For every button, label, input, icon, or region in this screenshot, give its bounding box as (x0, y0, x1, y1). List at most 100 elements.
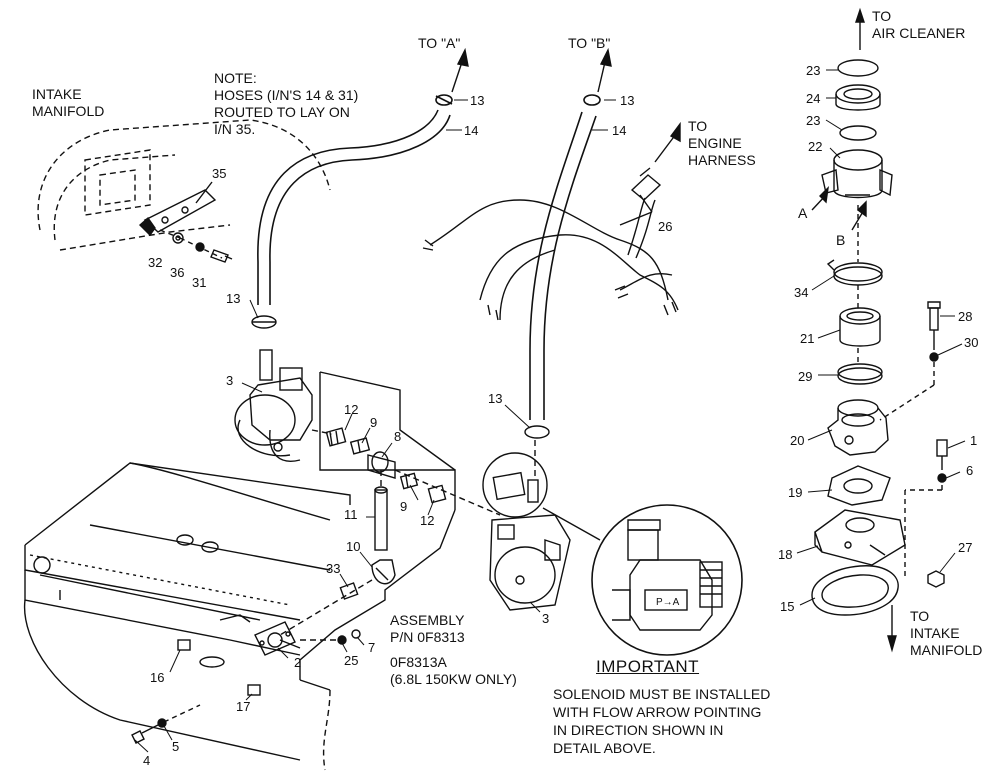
solenoid-circle-detail (482, 452, 601, 541)
adapter-plate-18 (814, 509, 906, 566)
regulator-3-left (234, 349, 313, 462)
callout-11: 11 (344, 507, 358, 522)
to-a-label: TO "A" (418, 35, 461, 51)
clamp-29 (837, 363, 883, 385)
callout-26: 26 (658, 219, 673, 234)
clamp-13-right (524, 425, 550, 439)
manifold-bracket-35 (138, 189, 223, 259)
callout-2: 2 (294, 655, 302, 670)
throttle-body-20 (827, 399, 889, 456)
tee-8 (367, 451, 396, 479)
nut-27 (927, 570, 945, 588)
hose-14-right (529, 94, 601, 420)
right-centerlines (857, 205, 943, 580)
flow-arrow-a (811, 186, 829, 211)
flow-letter-a: A (798, 205, 808, 221)
assembly-centerlines (279, 429, 536, 641)
callout-17: 17 (236, 699, 251, 714)
callout-30: 30 (964, 335, 979, 350)
hose-14-left (257, 94, 453, 305)
callout-32: 32 (148, 255, 163, 270)
o-ring-23-bottom (839, 125, 877, 141)
callout-9-a: 9 (370, 415, 378, 430)
callout-3-right: 3 (542, 611, 550, 626)
callout-25: 25 (344, 653, 359, 668)
callout-16: 16 (150, 670, 165, 685)
fitting-9-a (349, 437, 371, 455)
callout-14-hose-b: 14 (612, 123, 627, 138)
assembly-alt-part-number: 0F8313A (6.8L 150KW ONLY) (390, 654, 517, 687)
callout-13-hose-a-top: 13 (470, 93, 485, 108)
washer-30 (879, 352, 939, 421)
fasteners-25-7 (337, 629, 361, 645)
callout-4: 4 (143, 753, 151, 768)
callout-13-left-clamp: 13 (226, 291, 241, 306)
solenoid-detail-view: P→A (591, 504, 743, 656)
clamp-34 (826, 259, 883, 286)
callout-12-b: 12 (420, 513, 435, 528)
to-air-cleaner-label: TO AIR CLEANER (872, 8, 966, 41)
gasket-15 (811, 565, 899, 616)
flange-2 (254, 621, 296, 656)
arrow-to-intake-manifold (887, 605, 897, 653)
adapter-22 (821, 149, 893, 199)
callout-31: 31 (192, 275, 207, 290)
callout-9-b: 9 (400, 499, 408, 514)
arrow-to-a (451, 47, 469, 93)
callout-5: 5 (172, 739, 180, 754)
important-heading: IMPORTANT (596, 657, 700, 676)
callout-33: 33 (326, 561, 341, 576)
regulator-3-right (489, 514, 571, 611)
callout-27: 27 (958, 540, 973, 555)
assembly-outline (299, 371, 456, 691)
clamp-13-left (251, 315, 277, 329)
callout-10: 10 (346, 539, 361, 554)
bolt-4 (131, 704, 201, 744)
flow-arrow-marking: P→A (656, 597, 680, 608)
elbow-10 (371, 559, 396, 585)
callout-3-left: 3 (226, 373, 234, 388)
routing-note: NOTE: HOSES (I/N'S 14 & 31) ROUTED TO LA… (214, 70, 359, 137)
callout-8: 8 (394, 429, 402, 444)
to-intake-manifold-label-right: TO INTAKE MANIFOLD (910, 608, 983, 658)
arrow-to-b (597, 47, 612, 93)
coupler-21 (839, 307, 881, 347)
assembly-part-number: ASSEMBLY P/N 0F8313 (390, 612, 465, 645)
to-b-label: TO "B" (568, 35, 611, 51)
arrow-to-air-cleaner (855, 7, 865, 50)
callout-19: 19 (788, 485, 803, 500)
gasket-19 (827, 465, 891, 506)
flow-letter-b: B (836, 232, 846, 248)
callout-21: 21 (800, 331, 815, 346)
callout-15: 15 (780, 599, 795, 614)
intake-manifold-label-left: INTAKE MANIFOLD (32, 86, 105, 119)
callout-23-bottom: 23 (806, 113, 821, 128)
callout-12-a: 12 (344, 402, 359, 417)
callout-34: 34 (794, 285, 809, 300)
leader-35 (195, 181, 213, 204)
fastener-32-36-31 (172, 232, 233, 263)
callout-14-hose-a: 14 (464, 123, 479, 138)
callout-28: 28 (958, 309, 973, 324)
generator-frame (23, 462, 351, 771)
callout-6: 6 (966, 463, 974, 478)
to-engine-harness-label: TO ENGINE HARNESS (688, 118, 756, 168)
callout-24: 24 (806, 91, 821, 106)
pipe-11 (374, 486, 388, 551)
callout-7: 7 (368, 640, 376, 655)
callout-20: 20 (790, 433, 805, 448)
washer-5 (157, 718, 167, 728)
callout-13-hose-b-top: 13 (620, 93, 635, 108)
callout-13-right-clamp: 13 (488, 391, 503, 406)
important-instructions: SOLENOID MUST BE INSTALLED WITH FLOW ARR… (553, 686, 771, 756)
callout-1: 1 (970, 433, 978, 448)
callout-leaders (134, 69, 966, 753)
bolt-28 (927, 301, 941, 350)
callout-36: 36 (170, 265, 185, 280)
callout-18: 18 (778, 547, 793, 562)
wiring-harness-26 (422, 121, 681, 321)
collar-24 (835, 84, 881, 111)
flow-arrow-b (851, 200, 867, 231)
callout-35: 35 (212, 166, 227, 181)
